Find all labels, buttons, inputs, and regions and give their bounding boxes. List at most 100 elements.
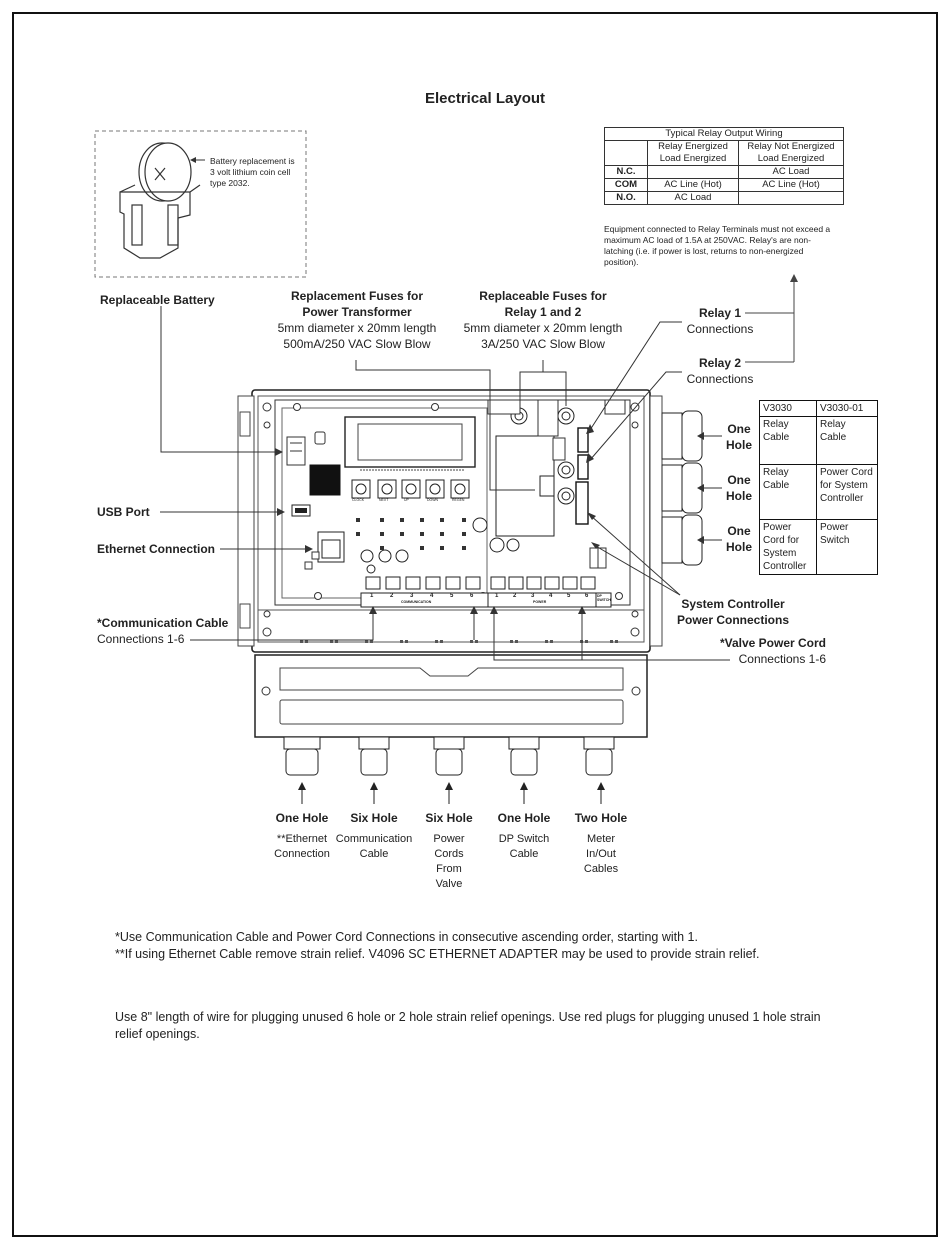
terminal-strip — [360, 592, 612, 608]
relay-output-table: Typical Relay Output Wiring Relay Energi… — [604, 127, 844, 205]
one-hole-label: One Hole — [722, 421, 756, 453]
terminal-number: 6 — [470, 593, 474, 599]
right-side-glands — [661, 410, 703, 566]
terminal-number: 5 — [567, 593, 571, 599]
bottom-port-desc: Communication Cable — [335, 833, 413, 860]
relay-table-row-name: COM — [604, 178, 648, 192]
relay2-terminal — [577, 454, 589, 480]
relay-fuses-line2: 3A/250 VAC Slow Blow — [481, 337, 605, 351]
page-frame — [12, 12, 938, 1237]
board-button-label: NEXT — [379, 498, 389, 502]
hole-table-cell: Relay Cable — [759, 464, 817, 520]
relay2-sub: Connections — [686, 372, 754, 386]
transformer-fuses-line2: 500mA/250 VAC Slow Blow — [283, 337, 431, 351]
system-controller-label: System Controller Power Connections — [668, 596, 798, 628]
terminal-number: 1 — [370, 593, 374, 599]
bottom-cover — [254, 654, 648, 738]
battery-note: Battery replacement is 3 volt lithium co… — [210, 156, 295, 188]
bottom-port-title: One Hole — [497, 811, 551, 825]
hole-table-cell: Power Switch — [816, 519, 878, 575]
comm-cable-title: *Communication Cable — [97, 616, 229, 630]
relay-fuses-title2: Relay 1 and 2 — [504, 305, 582, 319]
page-title: Electrical Layout — [424, 90, 546, 107]
relay-table-row-name: N.C. — [604, 165, 648, 179]
valve-power-label: *Valve Power Cord Connections 1-6 — [716, 635, 826, 667]
relay-table-cell: AC Line (Hot) — [647, 178, 739, 192]
bottom-port-title: Six Hole — [350, 811, 398, 825]
terminal-number: 4 — [549, 593, 553, 599]
bottom-port-label: Six Hole Communication Cable — [334, 810, 414, 862]
bottom-port-desc: DP Switch Cable — [498, 833, 550, 860]
bottom-port-title: One Hole — [275, 811, 329, 825]
system-controller-line1: System Controller — [681, 597, 785, 611]
hole-table-cell: Power Cord for System Controller — [759, 519, 817, 575]
board-button-label: UP — [404, 498, 409, 502]
battery-icon — [119, 142, 201, 259]
footnote-2: **If using Ethernet Cable remove strain … — [115, 947, 760, 961]
relay-table-title: Typical Relay Output Wiring — [604, 127, 844, 141]
terminal-number: 1 — [495, 593, 499, 599]
battery-box — [94, 130, 307, 278]
one-hole-label: One Hole — [722, 523, 756, 555]
bottom-glands — [283, 736, 615, 776]
relay-table-col2: Relay Not Energized Load Energized — [738, 140, 844, 166]
relay-table-corner — [604, 140, 648, 166]
transformer-fuses-label: Replacement Fuses for Power Transformer … — [272, 288, 442, 352]
comm-cable-label: *Communication Cable Connections 1-6 — [97, 615, 228, 647]
bottom-port-title: Six Hole — [425, 811, 473, 825]
terminal-number: 3 — [410, 593, 414, 599]
bottom-port-label: One Hole **Ethernet Connection — [262, 810, 342, 862]
bottom-port-title: Two Hole — [574, 811, 628, 825]
relay-table-cell: AC Load — [647, 191, 739, 205]
hole-table-header: V3030-01 — [816, 400, 878, 417]
terminal-number: 4 — [430, 593, 434, 599]
relay-fuses-label: Replaceable Fuses for Relay 1 and 2 5mm … — [458, 288, 628, 352]
terminal-labels: 1 2 3 4 5 6 1 2 3 4 5 6 COMMUNICATION PO… — [361, 593, 611, 607]
bottom-port-label: Two Hole Meter In/Out Cables — [561, 810, 641, 877]
relay1-label: Relay 1 Connections — [680, 305, 760, 337]
bottom-port-label: Six Hole Power Cords From Valve — [409, 810, 489, 892]
relay2-title: Relay 2 — [698, 356, 742, 370]
bottom-port-label: One Hole DP Switch Cable — [484, 810, 564, 862]
one-hole-l2: Hole — [725, 540, 752, 554]
relay2-label: Relay 2 Connections — [680, 355, 760, 387]
terminal-number: 2 — [513, 593, 517, 599]
one-hole-label: One Hole — [722, 472, 756, 504]
replaceable-battery-label: Replaceable Battery — [100, 293, 215, 307]
terminal-group-power: POWER — [533, 600, 547, 604]
one-hole-l1: One — [727, 473, 751, 487]
board-button-label: CLOCK — [352, 498, 365, 502]
system-controller-terminal — [575, 481, 589, 525]
one-hole-l2: Hole — [725, 438, 752, 452]
relay-table-col1: Relay Energized Load Energized — [647, 140, 739, 166]
relay-table-cell: AC Load — [738, 165, 844, 179]
hole-table-cell: Relay Cable — [816, 416, 878, 465]
one-hole-l1: One — [727, 422, 751, 436]
relay-table-cell — [647, 165, 739, 179]
relay-table-cell: AC Line (Hot) — [738, 178, 844, 192]
hole-table-cell: Relay Cable — [759, 416, 817, 465]
hole-assignment-table: V3030 V3030-01 Relay Cable Relay Cable R… — [759, 400, 878, 575]
footnote-3: Use 8" length of wire for plugging unuse… — [115, 1010, 821, 1041]
usb-port-label: USB Port — [97, 505, 150, 519]
one-hole-l1: One — [727, 524, 751, 538]
valve-power-title: *Valve Power Cord — [719, 636, 826, 650]
relay1-title: Relay 1 — [698, 306, 742, 320]
hole-table-header: V3030 — [759, 400, 817, 417]
comm-cable-sub: Connections 1-6 — [97, 632, 185, 646]
board-button-label: DOWN — [427, 498, 439, 502]
valve-power-sub: Connections 1-6 — [738, 652, 826, 666]
system-controller-line2: Power Connections — [676, 613, 789, 627]
relay-fuses-title1: Replaceable Fuses for — [479, 289, 607, 303]
terminal-group-comm: COMMUNICATION — [401, 600, 432, 604]
terminal-number: 2 — [390, 593, 394, 599]
transformer-fuses-title2: Power Transformer — [302, 305, 412, 319]
one-hole-l2: Hole — [725, 489, 752, 503]
bottom-port-desc: Power Cords From Valve — [433, 833, 465, 890]
hole-table-cell: Power Cord for System Controller — [816, 464, 878, 520]
relay1-sub: Connections — [686, 322, 754, 336]
relay-table-cell — [738, 191, 844, 205]
bottom-port-desc: Meter In/Out Cables — [583, 833, 619, 875]
terminal-number: 5 — [450, 593, 454, 599]
